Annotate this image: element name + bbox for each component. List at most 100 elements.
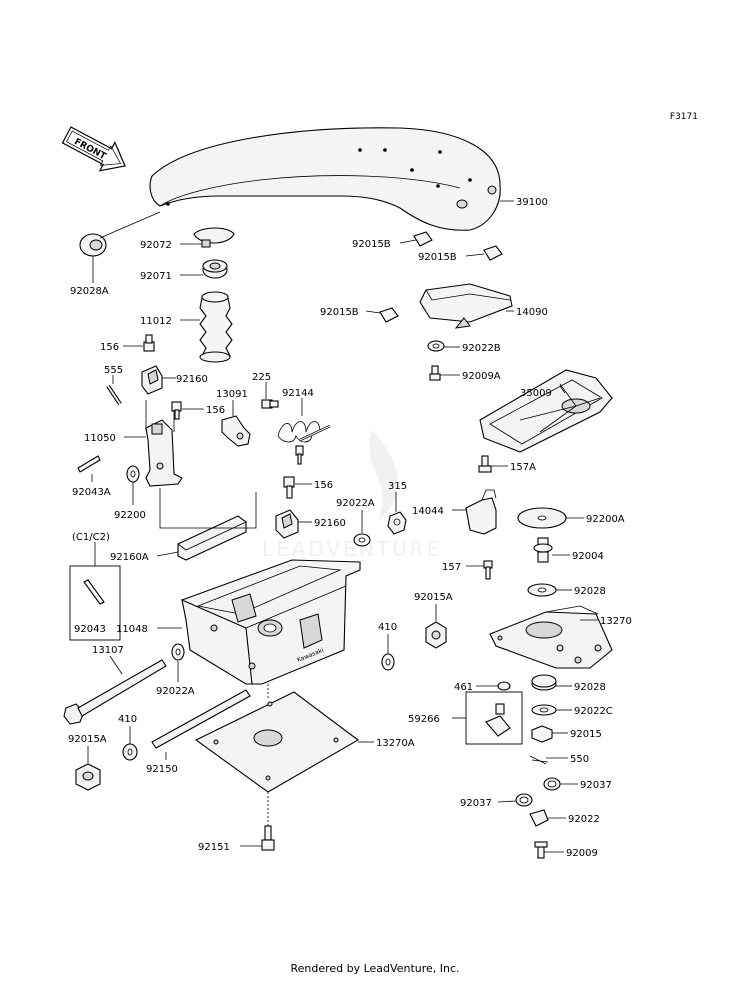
label-156-3: 156 [314,480,333,491]
part-11048-base: Kawasaki [180,559,361,685]
label-92150: 92150 [146,764,178,775]
label-39100: 39100 [516,197,548,208]
label-92015B-3: 92015B [320,307,359,318]
label-92015: 92015 [570,729,602,740]
part-39100-hood [149,127,501,231]
part-92043A-pin [77,455,101,473]
label-13270: 13270 [600,616,632,627]
part-92200-washer [126,465,140,483]
label-13091: 13091 [216,389,248,400]
label-92043A: 92043A [72,487,111,498]
part-13107-bolt [63,659,167,725]
label-92022B: 92022B [462,343,501,354]
part-92015B-clip-3 [379,307,399,323]
part-92022A-washer-2 [171,643,185,661]
label-92037: 92037 [580,780,612,791]
label-92028A: 92028A [70,286,109,297]
part-92160-stopper [141,365,163,395]
label-156-2: 156 [206,405,225,416]
label-157: 157 [442,562,461,573]
label-92015B-2: 92015B [418,252,457,263]
label-156: 156 [100,342,119,353]
label-59266: 59266 [408,714,440,725]
label-92028: 92028 [574,586,606,597]
label-410: 410 [378,622,397,633]
label-11050: 11050 [84,433,116,444]
label-92200: 92200 [114,510,146,521]
part-92043-pin [83,579,105,605]
label-550: 550 [570,754,589,765]
part-14090-cover [419,283,513,329]
part-92022C-washer [531,704,557,716]
part-156-bolt-2 [171,401,182,420]
part-156-bolt-4 [295,445,304,465]
part-11012-boot [199,291,233,363]
part-92015-nut [531,725,553,743]
part-13091-lever [221,415,251,447]
front-arrow-icon: FRONT [61,126,126,172]
label-92009: 92009 [566,848,598,859]
label-92022C: 92022C [574,706,613,717]
part-92022A-washer [353,533,371,547]
label-225: 225 [252,372,271,383]
label-35009: 35009 [520,388,552,399]
part-92015A-nut [425,621,447,649]
part-550-pin [529,755,549,765]
label-92015A-2: 92015A [68,734,107,745]
part-156-bolt [143,334,155,352]
label-92200A: 92200A [586,514,625,525]
part-225-bolt [261,399,279,409]
part-92160-stopper-2 [275,509,299,539]
label-14090: 14090 [516,307,548,318]
part-315-collar [387,511,407,535]
part-92037-clamp [543,777,561,791]
label-92004: 92004 [572,551,604,562]
part-410-washer [381,653,395,671]
part-92028-washer-2 [531,674,557,691]
part-92015B-clip [413,231,433,247]
label-92160-2: 92160 [314,518,346,529]
label-92037-2: 92037 [460,798,492,809]
leadventure-watermark: LEADVENTURE [262,430,439,561]
label-92015B: 92015B [352,239,391,250]
part-92160A-pad [177,515,247,561]
part-92009A-screw [429,365,441,381]
label-13107: 13107 [92,645,124,656]
part-92004-stud [533,537,553,563]
label-92022A-2: 92022A [156,686,195,697]
label-92072: 92072 [140,240,172,251]
label-157A: 157A [510,462,536,473]
label-555: 555 [104,365,123,376]
part-92009-screw [534,841,548,859]
part-157-bolt [483,560,493,580]
part-92028-washer [527,583,557,597]
figure-code: F3171 [669,112,698,122]
label-92151: 92151 [198,842,230,853]
label-92043: 92043 [74,624,106,635]
label-14044: 14044 [412,506,444,517]
label-92022A: 92022A [336,498,375,509]
label-92015A: 92015A [414,592,453,603]
label-group-c1c2: (C1/C2) [72,532,110,543]
part-35009-base [479,369,613,453]
part-92200A-washer [517,507,567,529]
label-92160: 92160 [176,374,208,385]
part-92071-grommet [202,259,228,279]
label-13270A: 13270A [376,738,415,749]
part-555-pin [106,384,122,406]
part-92150-stud [151,689,251,749]
part-labels: 39100 92028A 92072 92071 11012 156 555 9… [68,197,632,859]
part-92144-spring [277,421,331,443]
label-92022: 92022 [568,814,600,825]
part-92037-clamp-2 [515,793,533,807]
part-92015B-clip-2 [483,245,503,261]
part-461-nut [497,681,511,691]
label-11012: 11012 [140,316,172,327]
part-410-washer-2 [122,743,138,761]
part-13270A-plate [194,691,359,793]
part-13270-plate [489,605,613,669]
footer-credit: Rendered by LeadVenture, Inc. [290,962,460,975]
part-157A-bolt [478,455,492,473]
label-410-2: 410 [118,714,137,725]
